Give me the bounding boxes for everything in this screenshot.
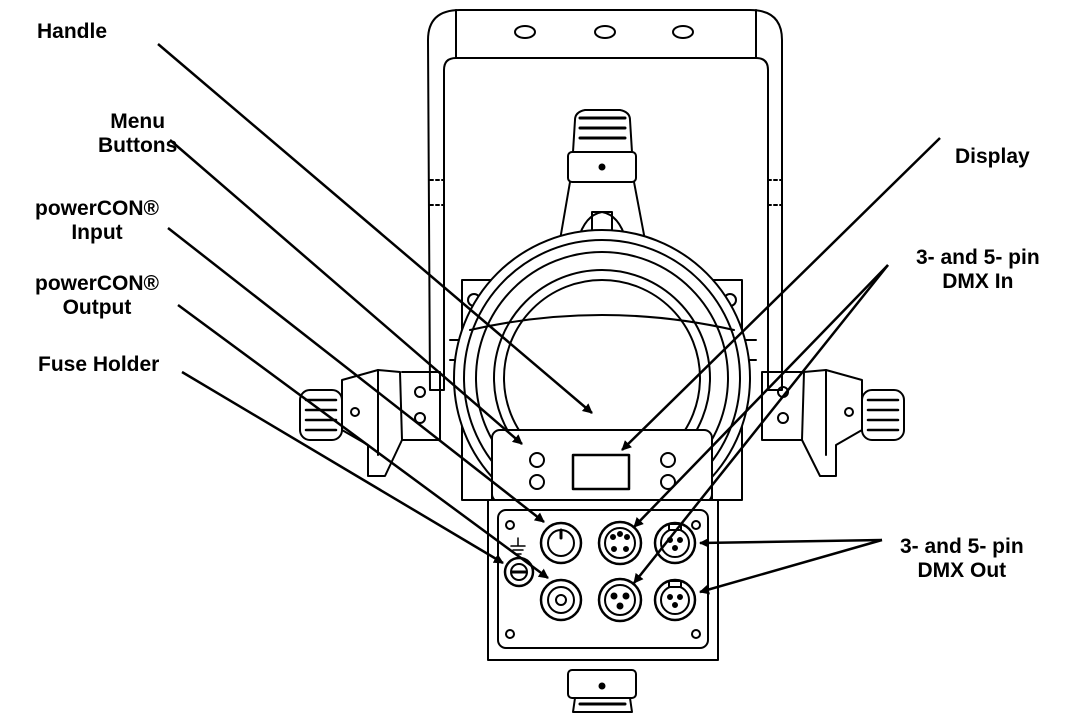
label-powercon-output: powerCON® Output	[35, 272, 159, 319]
control-panel	[491, 429, 713, 503]
connector-panel	[487, 499, 719, 661]
leader-handle	[157, 43, 593, 414]
leader-menu-buttons	[169, 139, 523, 445]
leader-dmx-out-3pin	[699, 538, 883, 595]
label-dmx-in: 3- and 5- pin DMX In	[916, 246, 1040, 293]
leader-lines	[157, 43, 941, 595]
top-knob	[559, 109, 646, 280]
label-display: Display	[955, 145, 1030, 168]
yoke	[427, 9, 783, 391]
leader-dmx-in-3pin	[633, 264, 889, 584]
leader-dmx-in-5pin	[633, 264, 889, 528]
leader-powercon-output	[177, 303, 549, 580]
label-powercon-input: powerCON® Input	[35, 197, 159, 244]
label-fuse-holder: Fuse Holder	[38, 353, 160, 376]
leader-powercon-input	[167, 227, 545, 523]
label-menu-buttons: Menu Buttons	[98, 110, 178, 157]
leader-dmx-out-5pin	[699, 537, 883, 548]
label-handle: Handle	[37, 20, 108, 43]
right-side-handle	[761, 369, 905, 477]
label-dmx-out: 3- and 5- pin DMX Out	[900, 535, 1024, 582]
leader-fuse-holder	[181, 370, 504, 565]
bottom-knob	[567, 669, 637, 713]
leader-display	[621, 137, 941, 451]
